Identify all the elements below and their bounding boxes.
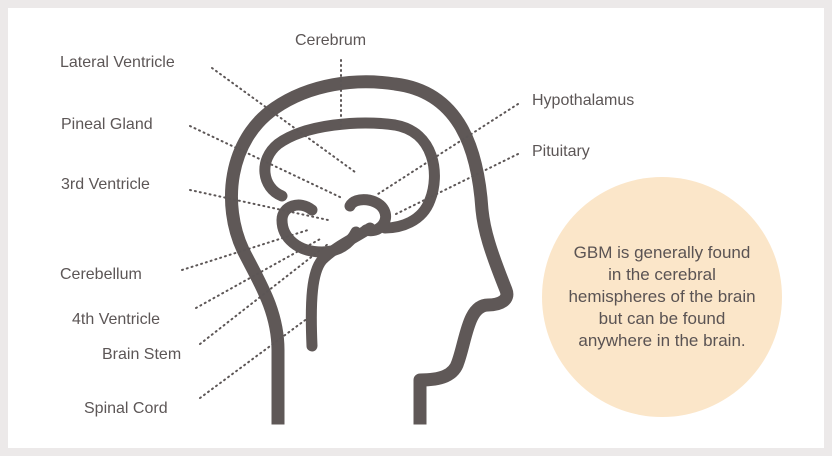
- label-brain-stem: Brain Stem: [102, 346, 181, 364]
- label-4th-ventricle: 4th Ventricle: [72, 311, 160, 329]
- leader-spinal-cord: [200, 318, 308, 398]
- head-outline: [231, 82, 506, 418]
- leader-pituitary: [396, 154, 518, 214]
- label-cerebellum: Cerebellum: [60, 266, 142, 284]
- label-3rd-ventricle: 3rd Ventricle: [61, 176, 150, 194]
- label-pituitary: Pituitary: [532, 143, 590, 161]
- gbm-callout-text: GBM is generally found in the cerebral h…: [567, 242, 757, 352]
- label-hypothalamus: Hypothalamus: [532, 92, 634, 110]
- gbm-callout: GBM is generally found in the cerebral h…: [542, 177, 782, 417]
- label-pineal-gland: Pineal Gland: [61, 116, 153, 134]
- brain-stem-shape: [311, 228, 370, 346]
- label-spinal-cord: Spinal Cord: [84, 400, 168, 418]
- label-lateral-ventricle: Lateral Ventricle: [60, 54, 175, 72]
- label-cerebrum: Cerebrum: [295, 32, 366, 50]
